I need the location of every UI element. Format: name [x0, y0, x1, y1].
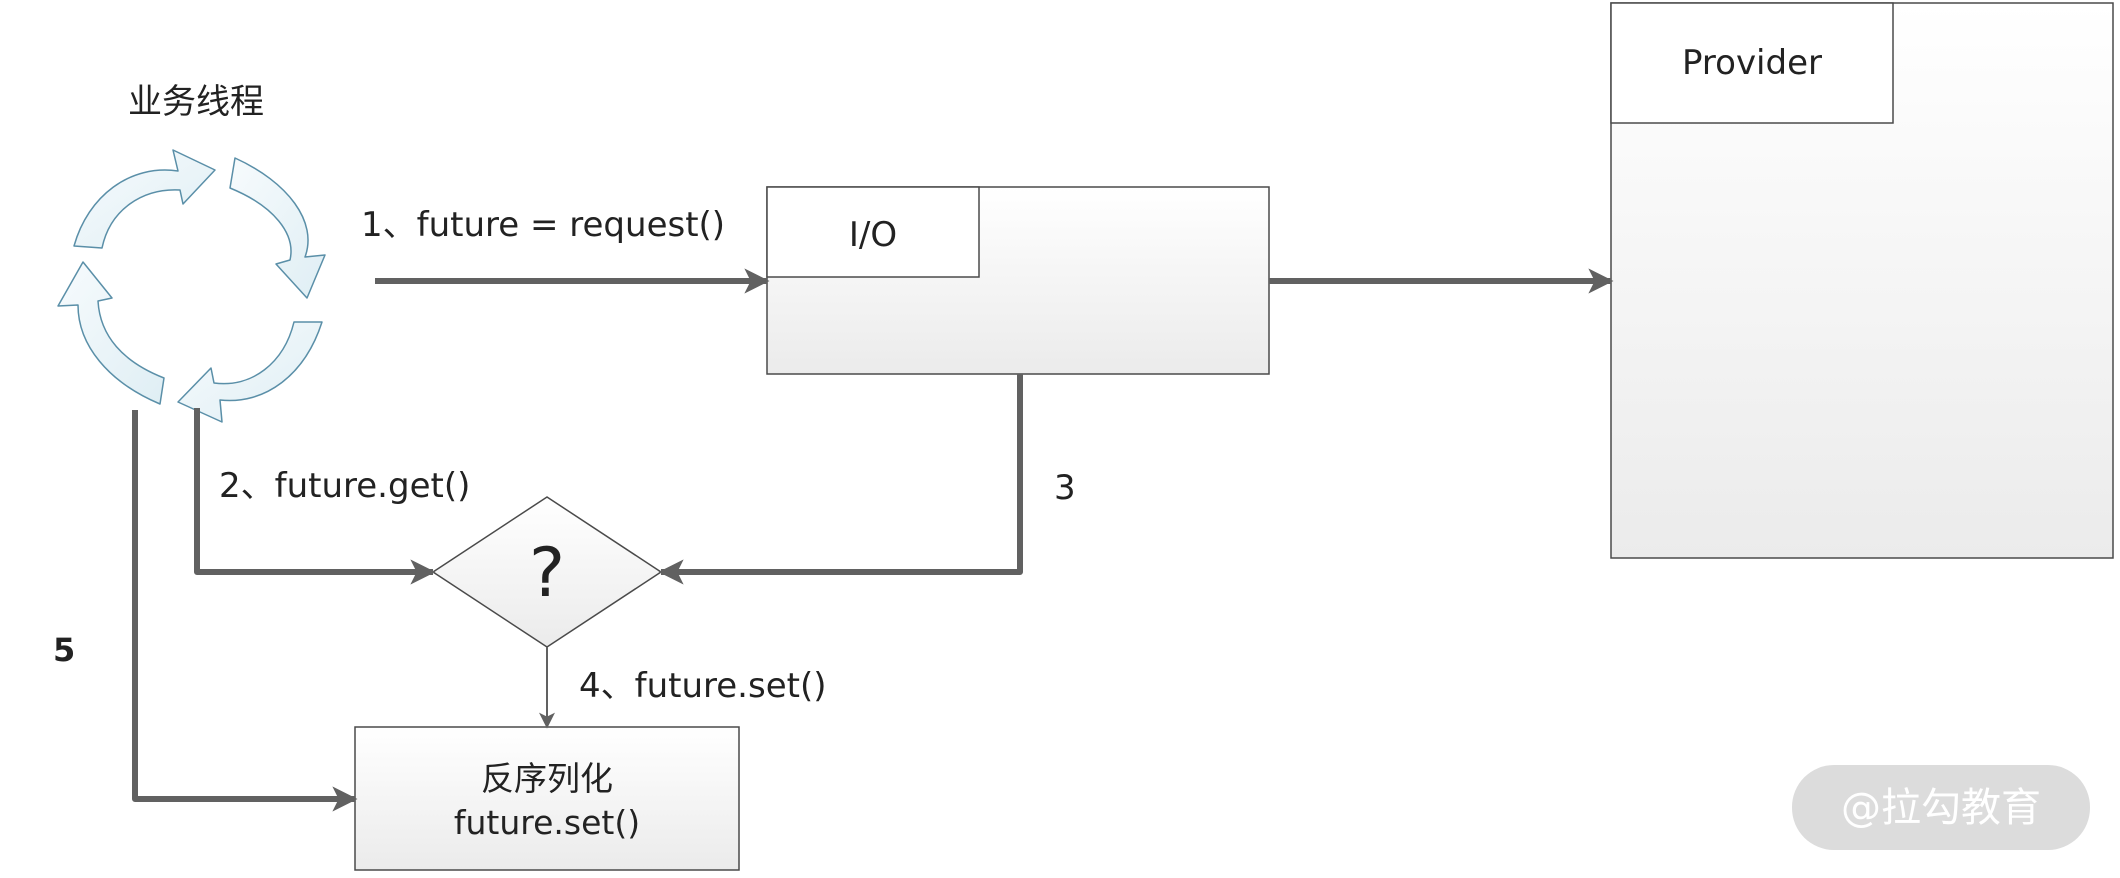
step2-label: 2、future.get(): [219, 466, 470, 506]
watermark: @拉勾教育: [1792, 765, 2090, 850]
arrow-io-to-decision: [658, 374, 1023, 585]
deserialize-line2: future.set(): [454, 803, 640, 842]
provider-label-box: [1610, 2, 1894, 124]
step1-label: 1、future = request(): [361, 205, 725, 245]
decision-diamond: ?: [431, 496, 663, 648]
thread-label: 业务线程: [128, 82, 264, 122]
provider-box: Provider: [1610, 2, 2114, 559]
deserialize-line1: 反序列化: [481, 759, 613, 798]
step5-label: 5: [53, 631, 75, 669]
deserialize-box: 反序列化 future.set(): [354, 726, 740, 871]
cycle-icon: [57, 149, 326, 423]
step4-label: 4、future.set(): [579, 666, 826, 706]
io-box: I/O: [766, 186, 1270, 375]
arrow-get-to-decision: [194, 408, 436, 585]
step3-label: 3: [1054, 468, 1076, 508]
io-label: I/O: [849, 215, 897, 255]
provider-label: Provider: [1682, 43, 1822, 83]
io-label-box: [766, 186, 980, 278]
connectors: [132, 268, 1614, 812]
decision-symbol: ?: [529, 534, 565, 613]
watermark-text: @拉勾教育: [1841, 785, 2041, 831]
arrow-thread-to-deserialize: [132, 410, 358, 812]
